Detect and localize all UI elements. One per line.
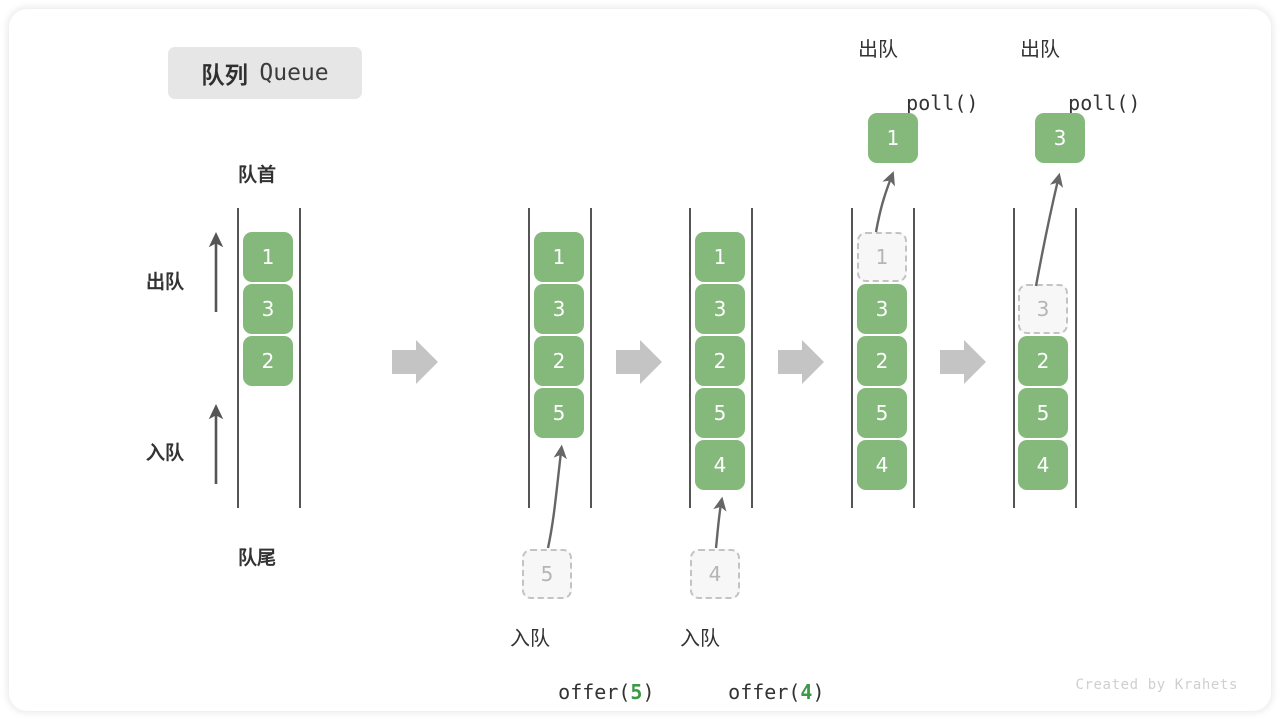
operation-label-cn: 入队 xyxy=(510,626,550,650)
operation-label-code: offer(4) xyxy=(680,656,825,720)
queue-rail-right-col1 xyxy=(299,208,301,508)
queue-element: 4 xyxy=(857,440,907,490)
dequeue-direction-label: 出队 xyxy=(146,271,185,293)
queue-element-new: 4 xyxy=(695,440,745,490)
queue-element: 2 xyxy=(695,336,745,386)
queue-rail-left-col4 xyxy=(851,208,853,508)
operation-code-suffix: ) xyxy=(812,680,825,704)
operation-label-code: poll() xyxy=(1020,67,1140,139)
diagram-title-cn: 队列 xyxy=(201,63,249,89)
queue-element: 2 xyxy=(857,336,907,386)
operation-label-cn: 出队 xyxy=(1020,37,1060,61)
queue-rail-right-col2 xyxy=(590,208,592,508)
queue-element: 3 xyxy=(243,284,293,334)
queue-rail-right-col3 xyxy=(751,208,753,508)
diagram-title-chip: 队列 Queue xyxy=(168,47,362,99)
queue-element: 5 xyxy=(695,388,745,438)
queue-incoming-ghost: 4 xyxy=(690,549,740,599)
operation-label-cn: 出队 xyxy=(858,37,898,61)
watermark-credit: Created by Krahets xyxy=(1075,677,1238,693)
queue-element: 1 xyxy=(243,232,293,282)
queue-element: 2 xyxy=(1018,336,1068,386)
queue-element-new: 5 xyxy=(534,388,584,438)
queue-element: 3 xyxy=(857,284,907,334)
operation-code-arg: 5 xyxy=(630,680,643,704)
queue-rear-label: 队尾 xyxy=(238,547,277,569)
operation-code-suffix: ) xyxy=(642,680,655,704)
queue-element: 4 xyxy=(1018,440,1068,490)
queue-element: 2 xyxy=(243,336,293,386)
operation-code-prefix: poll( xyxy=(906,91,967,115)
operation-code-prefix: poll( xyxy=(1068,91,1129,115)
queue-rail-left-col1 xyxy=(237,208,239,508)
queue-element-removed: 3 xyxy=(1018,284,1068,334)
queue-element-removed: 1 xyxy=(857,232,907,282)
queue-element: 3 xyxy=(695,284,745,334)
operation-label-code: offer(5) xyxy=(510,656,655,720)
operation-code-prefix: offer( xyxy=(558,680,631,704)
operation-code-arg: 4 xyxy=(800,680,813,704)
operation-label-code: poll() xyxy=(858,67,978,139)
queue-rail-left-col5 xyxy=(1013,208,1015,508)
queue-element: 1 xyxy=(534,232,584,282)
queue-element: 1 xyxy=(695,232,745,282)
queue-element: 5 xyxy=(857,388,907,438)
queue-rail-left-col2 xyxy=(528,208,530,508)
operation-label-cn: 入队 xyxy=(680,626,720,650)
queue-incoming-ghost: 5 xyxy=(522,549,572,599)
operation-code-prefix: offer( xyxy=(728,680,801,704)
operation-code-suffix: ) xyxy=(1128,91,1141,115)
queue-element: 5 xyxy=(1018,388,1068,438)
queue-popped-element: 1 xyxy=(868,113,918,163)
queue-element: 3 xyxy=(534,284,584,334)
queue-popped-element: 3 xyxy=(1035,113,1085,163)
queue-front-label: 队首 xyxy=(238,164,277,186)
queue-rail-left-col3 xyxy=(689,208,691,508)
queue-rail-right-col4 xyxy=(913,208,915,508)
operation-code-suffix: ) xyxy=(966,91,979,115)
queue-rail-right-col5 xyxy=(1075,208,1077,508)
enqueue-direction-label: 入队 xyxy=(146,442,185,464)
diagram-title-en: Queue xyxy=(259,60,329,86)
queue-element: 2 xyxy=(534,336,584,386)
